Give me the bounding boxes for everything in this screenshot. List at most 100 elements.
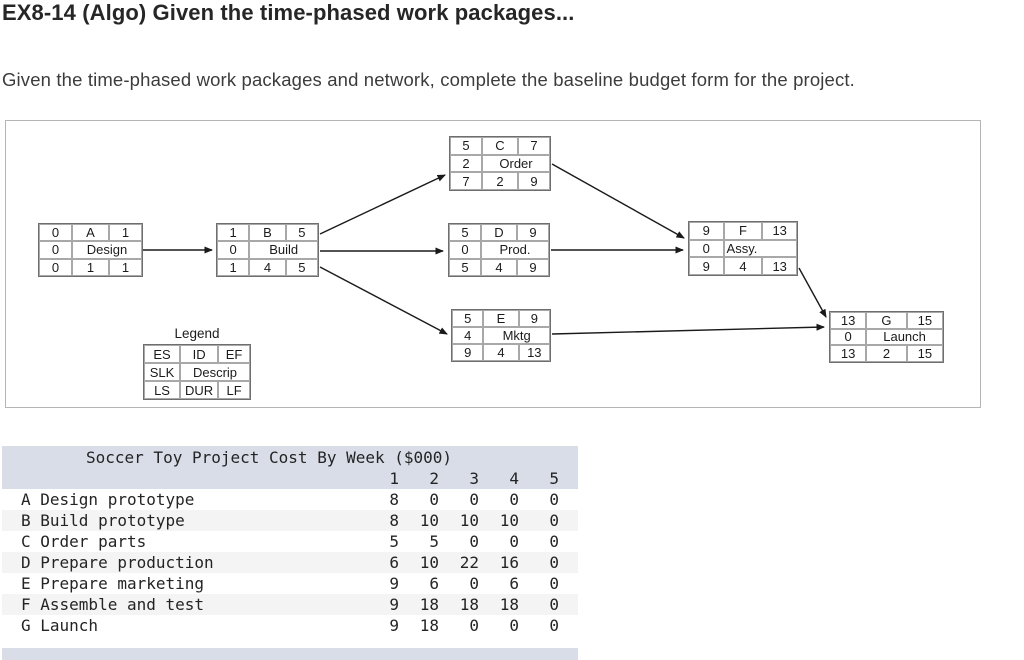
node-lf: 13 — [762, 257, 797, 275]
activity-label: E Prepare marketing — [21, 574, 205, 593]
node-lf: 15 — [906, 345, 943, 362]
cost-value: 6 — [509, 574, 519, 593]
cost-value: 8 — [389, 490, 399, 509]
cost-value: 9 — [389, 616, 399, 635]
node-descr: Assy. — [723, 239, 797, 258]
activity-node-assy: 9 F 13 0 Assy. 9 4 13 — [688, 221, 798, 276]
cost-value: 10 — [499, 511, 519, 530]
cost-value: 6 — [429, 574, 439, 593]
cost-value: 6 — [389, 553, 399, 572]
legend-ls: LS — [144, 381, 181, 399]
legend-descrip: Descrip — [180, 363, 250, 381]
activity-node-order: 5 C 7 2 Order 7 2 9 — [449, 136, 551, 191]
node-lf: 9 — [518, 172, 550, 190]
node-dur: 4 — [483, 344, 519, 361]
legend-table: ES ID EF SLK Descrip LS DUR LF — [143, 344, 251, 400]
node-ef: 13 — [762, 222, 797, 240]
edge-b-e — [319, 266, 448, 335]
activity-label: D Prepare production — [21, 553, 214, 572]
legend-ef: EF — [218, 345, 250, 363]
table-row-c: C Order parts 5 5 0 0 0 — [2, 531, 578, 552]
node-slk: 0 — [217, 241, 250, 259]
cost-value: 18 — [419, 616, 439, 635]
node-ef: 15 — [906, 312, 943, 329]
activity-label: F Assemble and test — [21, 595, 205, 614]
node-lf: 9 — [517, 258, 549, 276]
week-header: 1 — [389, 469, 399, 488]
node-descr: Launch — [866, 328, 943, 346]
cost-value: 0 — [469, 574, 479, 593]
node-id: B — [249, 224, 286, 242]
cost-value: 0 — [549, 595, 559, 614]
cost-value: 0 — [509, 532, 519, 551]
cost-value: 0 — [429, 490, 439, 509]
node-es: 13 — [830, 312, 867, 329]
legend-es: ES — [144, 345, 181, 363]
cost-value: 8 — [389, 511, 399, 530]
node-es: 9 — [689, 222, 724, 240]
budget-table-header: Soccer Toy Project Cost By Week ($000) 1… — [2, 446, 578, 489]
node-slk: 0 — [449, 241, 481, 259]
cost-value: 0 — [469, 490, 479, 509]
node-descr: Order — [482, 154, 550, 173]
cost-value: 5 — [389, 532, 399, 551]
week-header: 5 — [549, 469, 559, 488]
node-es: 0 — [39, 224, 72, 242]
budget-table: Soccer Toy Project Cost By Week ($000) 1… — [2, 446, 578, 636]
table-row-g: G Launch 9 18 0 0 0 — [2, 615, 578, 636]
node-lf: 13 — [518, 344, 550, 361]
legend-title: Legend — [174, 326, 220, 341]
node-slk: 0 — [689, 239, 724, 258]
node-slk: 0 — [830, 328, 867, 346]
edge-arrows — [143, 163, 827, 335]
node-descr: Build — [249, 241, 318, 259]
cost-value: 5 — [429, 532, 439, 551]
cost-value: 0 — [549, 616, 559, 635]
cost-value: 0 — [549, 574, 559, 593]
node-es: 5 — [452, 310, 484, 327]
activity-node-mktg: 5 E 9 4 Mktg 9 4 13 — [451, 309, 551, 362]
activity-node-design: 0 A 1 0 Design 0 1 1 — [38, 223, 143, 277]
node-slk: 4 — [452, 327, 484, 344]
cost-value: 10 — [459, 511, 479, 530]
node-ef: 5 — [285, 224, 318, 242]
cost-value: 0 — [549, 553, 559, 572]
cost-value: 10 — [419, 553, 439, 572]
cost-value: 0 — [469, 616, 479, 635]
node-slk: 2 — [450, 154, 482, 173]
node-ls: 13 — [830, 345, 867, 362]
legend-slk: SLK — [144, 363, 181, 381]
activity-label: G Launch — [21, 616, 99, 635]
cost-value: 0 — [509, 490, 519, 509]
cost-value: 16 — [499, 553, 519, 572]
node-es: 5 — [449, 224, 481, 242]
node-id: G — [866, 312, 907, 329]
node-ef: 9 — [518, 310, 550, 327]
node-lf: 1 — [109, 258, 142, 276]
node-descr: Design — [71, 241, 142, 259]
table-row-b: B Build prototype 8 10 10 10 0 — [2, 510, 578, 531]
node-dur: 2 — [482, 172, 518, 190]
week-header-row: 1 2 3 4 5 — [2, 468, 578, 489]
node-id: A — [71, 224, 110, 242]
table-row-d: D Prepare production 6 10 22 16 0 — [2, 552, 578, 573]
activity-node-launch: 13 G 15 0 Launch 13 2 15 — [829, 311, 944, 363]
cost-value: 9 — [389, 574, 399, 593]
node-ls: 5 — [449, 258, 481, 276]
cost-value: 18 — [499, 595, 519, 614]
node-slk: 0 — [39, 241, 72, 259]
node-id: F — [723, 222, 763, 240]
node-dur: 4 — [249, 258, 286, 276]
legend-lf: LF — [218, 381, 250, 399]
node-ls: 7 — [450, 172, 482, 190]
page-title: EX8-14 (Algo) Given the time-phased work… — [2, 0, 575, 25]
table-row-e: E Prepare marketing 9 6 0 6 0 — [2, 573, 578, 594]
table-row-a: A Design prototype 8 0 0 0 0 — [2, 489, 578, 510]
node-ef: 9 — [517, 224, 549, 242]
node-ef: 1 — [109, 224, 142, 242]
network-diagram: 0 A 1 0 Design 0 1 1 1 B 5 0 Build 1 4 5… — [5, 120, 981, 408]
node-descr: Mktg — [483, 327, 550, 344]
activity-label: C Order parts — [21, 532, 147, 551]
week-header: 2 — [429, 469, 439, 488]
activity-node-prod: 5 D 9 0 Prod. 5 4 9 — [448, 223, 550, 277]
